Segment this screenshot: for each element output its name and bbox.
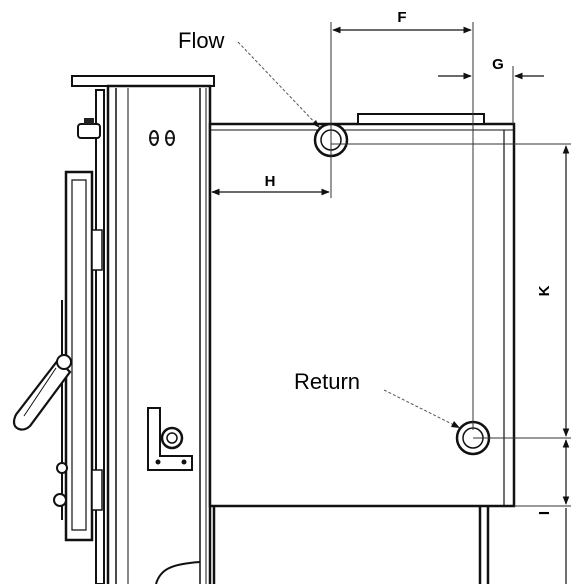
boiler-body [208, 113, 516, 584]
indicator-marks [149, 130, 175, 146]
stove-front-assembly [12, 75, 215, 584]
dimension-f: F [332, 9, 472, 34]
dim-k-label: K [536, 285, 553, 296]
return-label: Return [294, 369, 360, 394]
dimension-i: I [536, 439, 570, 584]
dimension-k: K [536, 145, 570, 437]
dimension-h: H [211, 173, 330, 196]
top-knob [77, 118, 101, 139]
dim-i-label: I [536, 511, 553, 515]
return-callout: Return [294, 369, 461, 429]
dim-g-label: G [492, 56, 504, 73]
extension-lines [330, 22, 571, 507]
dim-h-label: H [265, 173, 276, 190]
door-handle [12, 354, 72, 431]
mounting-bracket [147, 407, 193, 471]
dimension-g: G [438, 56, 544, 80]
flow-callout: Flow [178, 28, 321, 129]
flow-label: Flow [178, 28, 225, 53]
dim-f-label: F [397, 9, 406, 26]
